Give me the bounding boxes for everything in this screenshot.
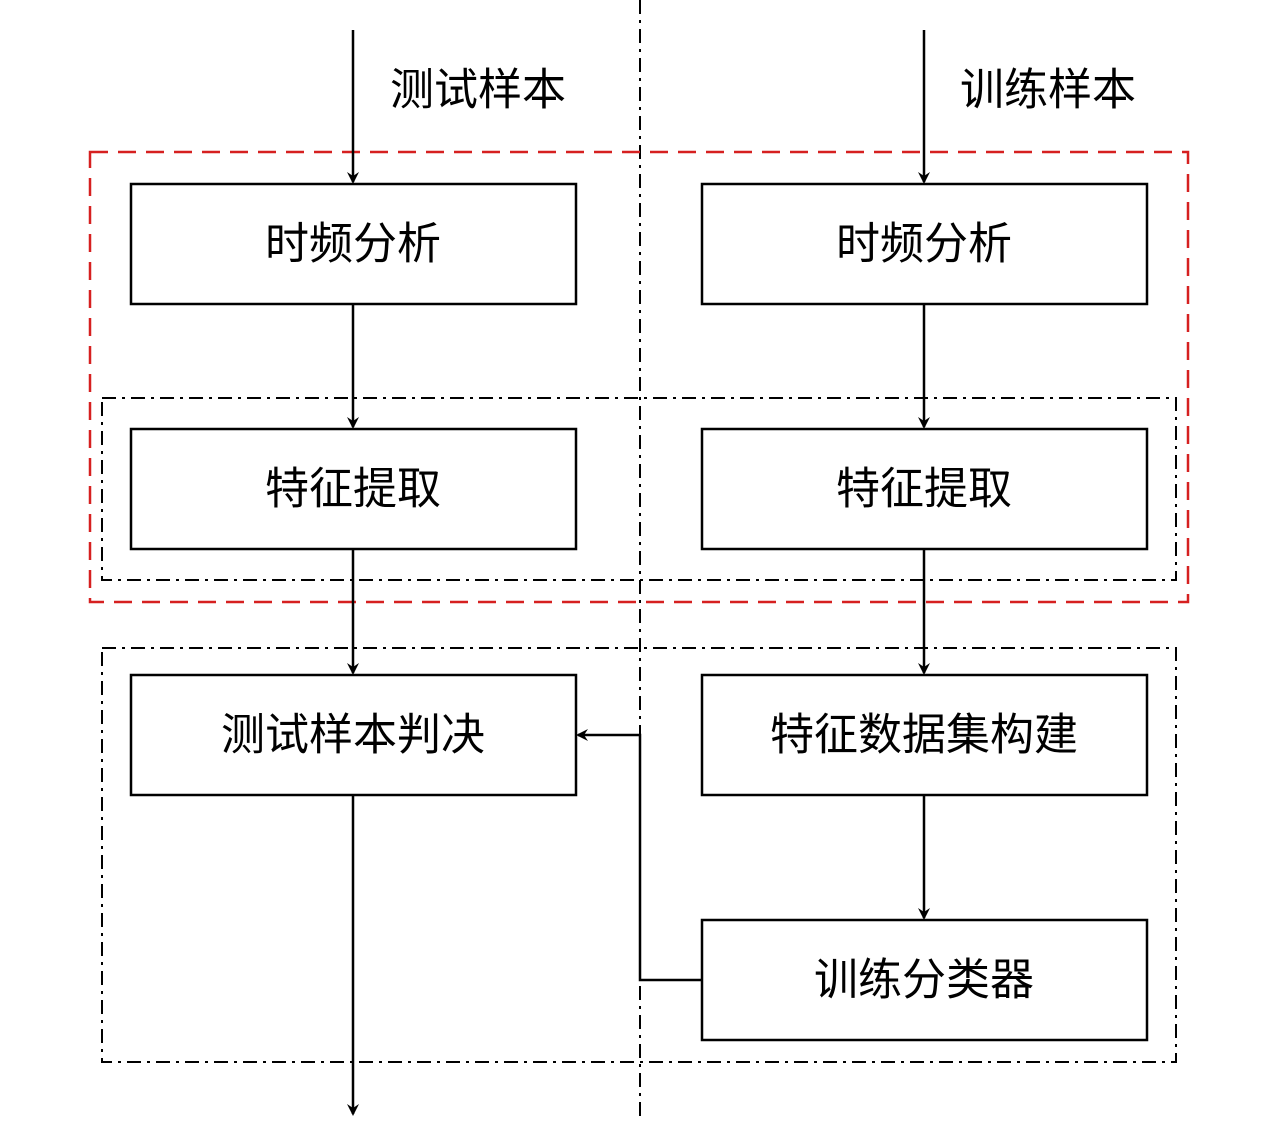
arrow-classifier-to-decision	[576, 729, 702, 982]
train-feature-extraction-box	[700, 427, 1149, 551]
train-sample-label: 训练样本	[960, 65, 1136, 116]
preprocessing-group-border	[88, 150, 1190, 604]
test-tf-analysis-box	[129, 182, 578, 306]
dataset-construction-box	[700, 673, 1149, 797]
classifier-training-box	[700, 918, 1149, 1042]
train-feature-extraction-label: 特征提取	[836, 464, 1012, 515]
feature-extraction-group-border	[101, 397, 1177, 581]
test-decision-label: 测试样本判决	[221, 710, 485, 761]
train-tf-analysis-box	[700, 182, 1149, 306]
classifier-training-label: 训练分类器	[814, 955, 1034, 1006]
classification-group-border	[101, 647, 1177, 1063]
test-decision-box	[129, 673, 578, 797]
dataset-construction-label: 特征数据集构建	[770, 710, 1078, 761]
test-feature-extraction-label: 特征提取	[265, 464, 441, 515]
test-feature-extraction-box	[129, 427, 578, 551]
train-tf-analysis-label: 时频分析	[836, 219, 1012, 270]
test-tf-analysis-label: 时频分析	[265, 219, 441, 270]
test-sample-label: 测试样本	[390, 65, 566, 116]
